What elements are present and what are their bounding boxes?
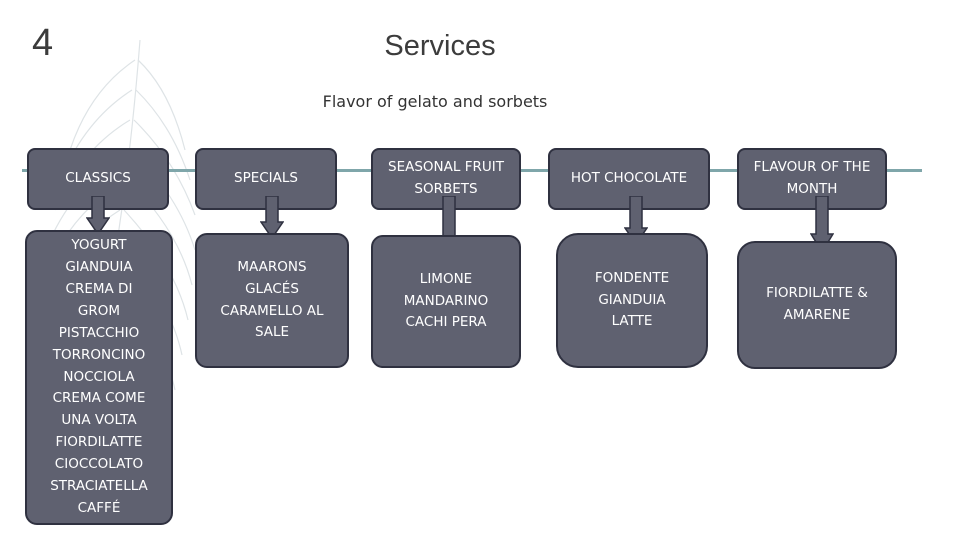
category-box-hot-chocolate: HOT CHOCOLATE xyxy=(548,148,710,210)
category-box-seasonal-fruit-sorbets: SEASONAL FRUIT SORBETS xyxy=(371,148,521,210)
slide-number: 4 xyxy=(32,22,54,64)
flavor-list-classics: YOGURT GIANDUIA CREMA DI GROM PISTACCHIO… xyxy=(25,230,173,525)
category-box-flavour-of-the-month: FLAVOUR OF THE MONTH xyxy=(737,148,887,210)
category-box-specials: SPECIALS xyxy=(195,148,337,210)
flavor-list-flavour-of-the-month: FIORDILATTE & AMARENE xyxy=(737,241,897,369)
slide-title: Services xyxy=(384,30,496,62)
arrow-down-icon xyxy=(86,196,110,236)
flavor-list-seasonal-fruit-sorbets: LIMONE MANDARINO CACHI PERA xyxy=(371,235,521,368)
arrow-down-icon xyxy=(260,196,284,240)
flavor-list-hot-chocolate: FONDENTE GIANDUIA LATTE xyxy=(556,233,708,368)
slide-subtitle: Flavor of gelato and sorbets xyxy=(322,92,548,111)
flavor-list-specials: MAARONS GLACÉS CARAMELLO AL SALE xyxy=(195,233,349,368)
